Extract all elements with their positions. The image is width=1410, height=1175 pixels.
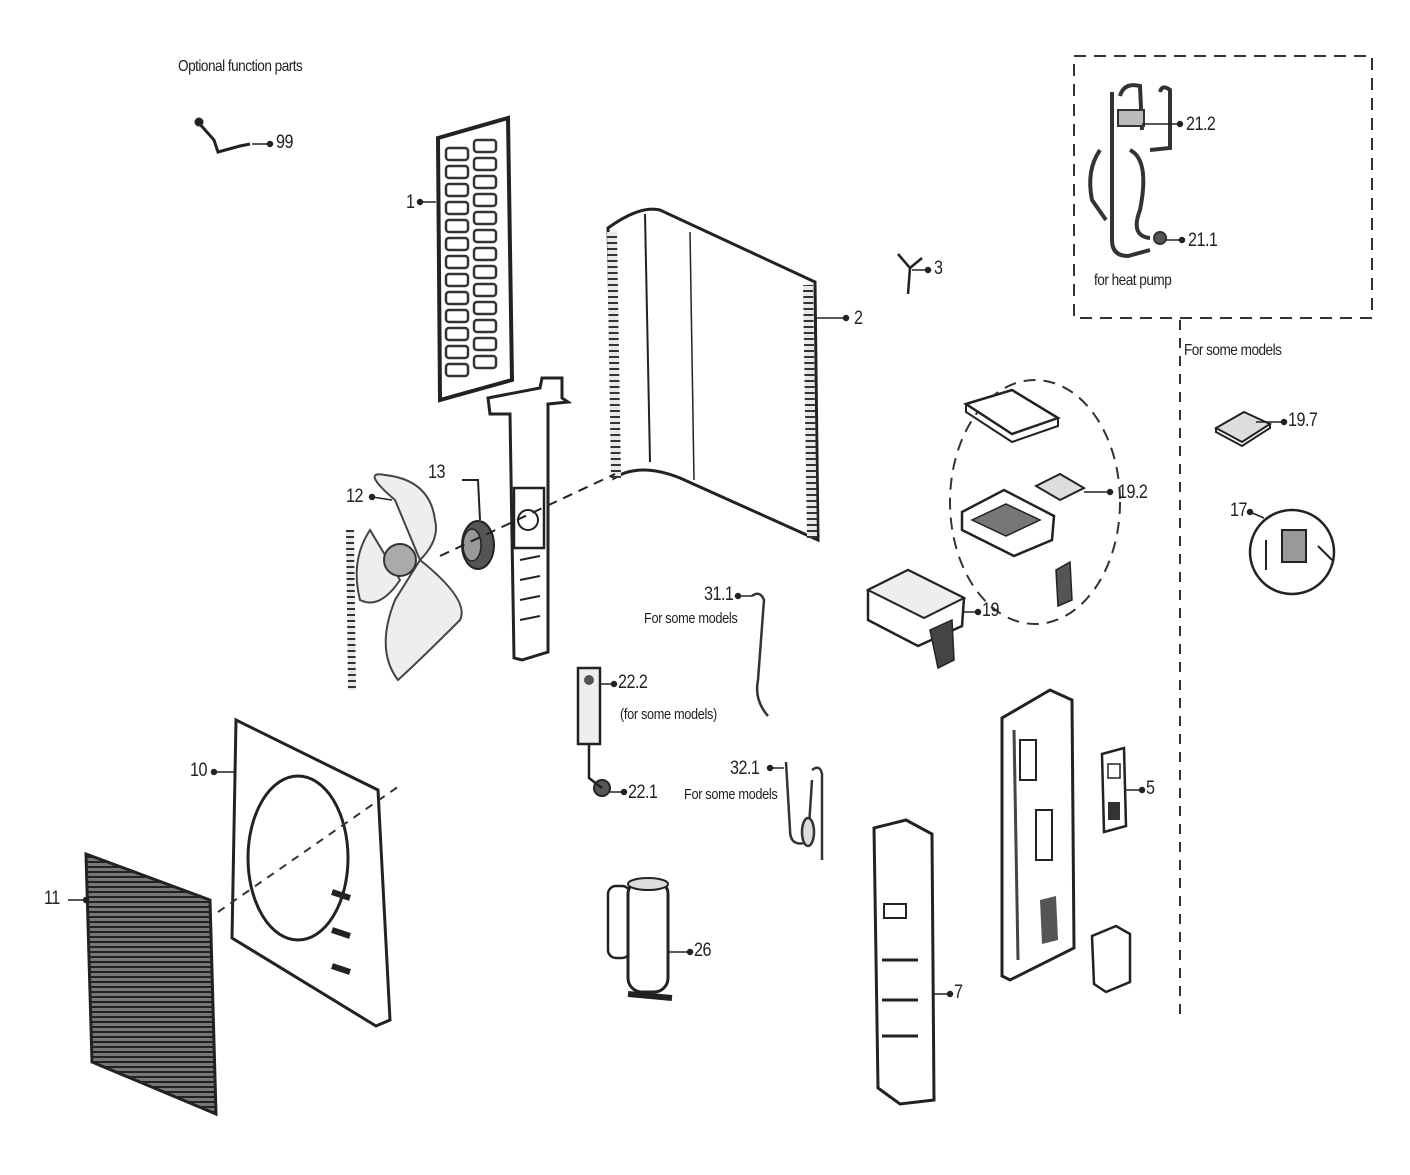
part-10-front-panel (230, 717, 392, 1028)
label-21-1: 21.1 (1188, 230, 1218, 251)
some-models-heading: For some models (1184, 342, 1282, 359)
part-5-valve-cover (1100, 746, 1128, 834)
label-99: 99 (276, 132, 293, 153)
label-22-2-note: (for some models) (620, 706, 717, 723)
part-21-reversing-valve (1088, 83, 1172, 259)
label-1: 1 (406, 192, 415, 213)
part-31-1-capillary (751, 592, 769, 717)
part-32-1-pipe (784, 761, 824, 860)
label-12: 12 (346, 486, 363, 507)
heat-pump-box (1073, 55, 1373, 319)
label-19: 19 (982, 600, 999, 621)
small-cover (1090, 924, 1132, 994)
label-2: 2 (854, 308, 863, 329)
label-31-1: 31.1 (704, 584, 734, 605)
label-32-1-note: For some models (684, 786, 778, 803)
part-7-side-panel (872, 818, 936, 1106)
label-11: 11 (44, 888, 60, 909)
label-10: 10 (190, 760, 207, 781)
label-21-2: 21.2 (1186, 114, 1216, 135)
front-axis-dashes (217, 783, 403, 913)
part-99-wire (194, 117, 251, 154)
motor-bracket (486, 376, 573, 662)
part-12-fan-blade (346, 473, 463, 691)
optional-parts-title: Optional function parts (178, 58, 303, 75)
motor-axis-dashes (439, 473, 616, 557)
electrical-box-circle (949, 379, 1121, 625)
part-26-compressor (606, 877, 673, 1001)
part-11-front-grille (84, 851, 218, 1117)
part-1-rear-grille (435, 115, 515, 403)
part-19-7-board (1213, 410, 1273, 448)
heat-pump-note: for heat pump (1094, 272, 1172, 289)
label-19-2: 19.2 (1118, 482, 1148, 503)
right-side-panel (1000, 688, 1076, 982)
label-22-2: 22.2 (618, 672, 648, 693)
label-5: 5 (1146, 778, 1155, 799)
label-19-7: 19.7 (1288, 410, 1318, 431)
part-13-fan-motor (461, 479, 495, 570)
label-22-1: 22.1 (628, 782, 658, 803)
label-31-1-note: For some models (644, 610, 738, 627)
part-22-valves (576, 666, 611, 797)
part-19-control-box (865, 568, 967, 670)
label-26: 26 (694, 940, 711, 961)
leader-lines (68, 120, 1288, 998)
part-2-condenser-coil (606, 207, 820, 543)
part-17-reactor (1248, 508, 1336, 596)
label-32-1: 32.1 (730, 758, 760, 779)
label-3: 3 (934, 258, 943, 279)
label-13: 13 (428, 462, 445, 483)
part-3-clip (897, 253, 923, 295)
label-17: 17 (1230, 500, 1247, 521)
part-19-2-electrical-box (960, 388, 1087, 608)
label-7: 7 (954, 982, 963, 1003)
